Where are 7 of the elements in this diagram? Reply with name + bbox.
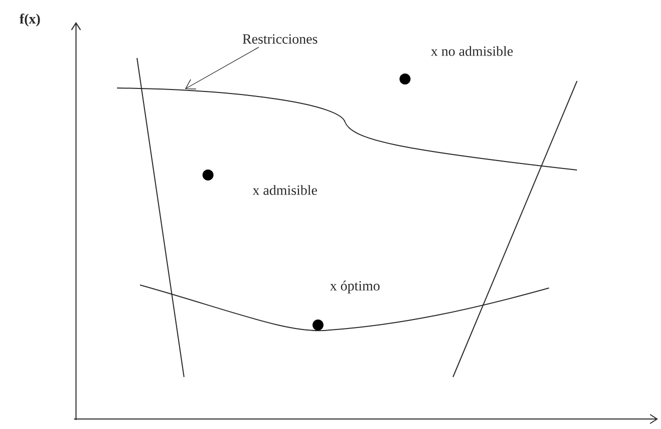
axis-label: f(x) [20,14,40,26]
constraint-curve [116,88,578,170]
point-label: x no admisible [430,46,513,56]
leader-line [185,46,260,90]
callout-text: Restricciones [242,34,318,44]
point-label: x óptimo [330,280,380,294]
point-label: x admisible [252,185,317,195]
